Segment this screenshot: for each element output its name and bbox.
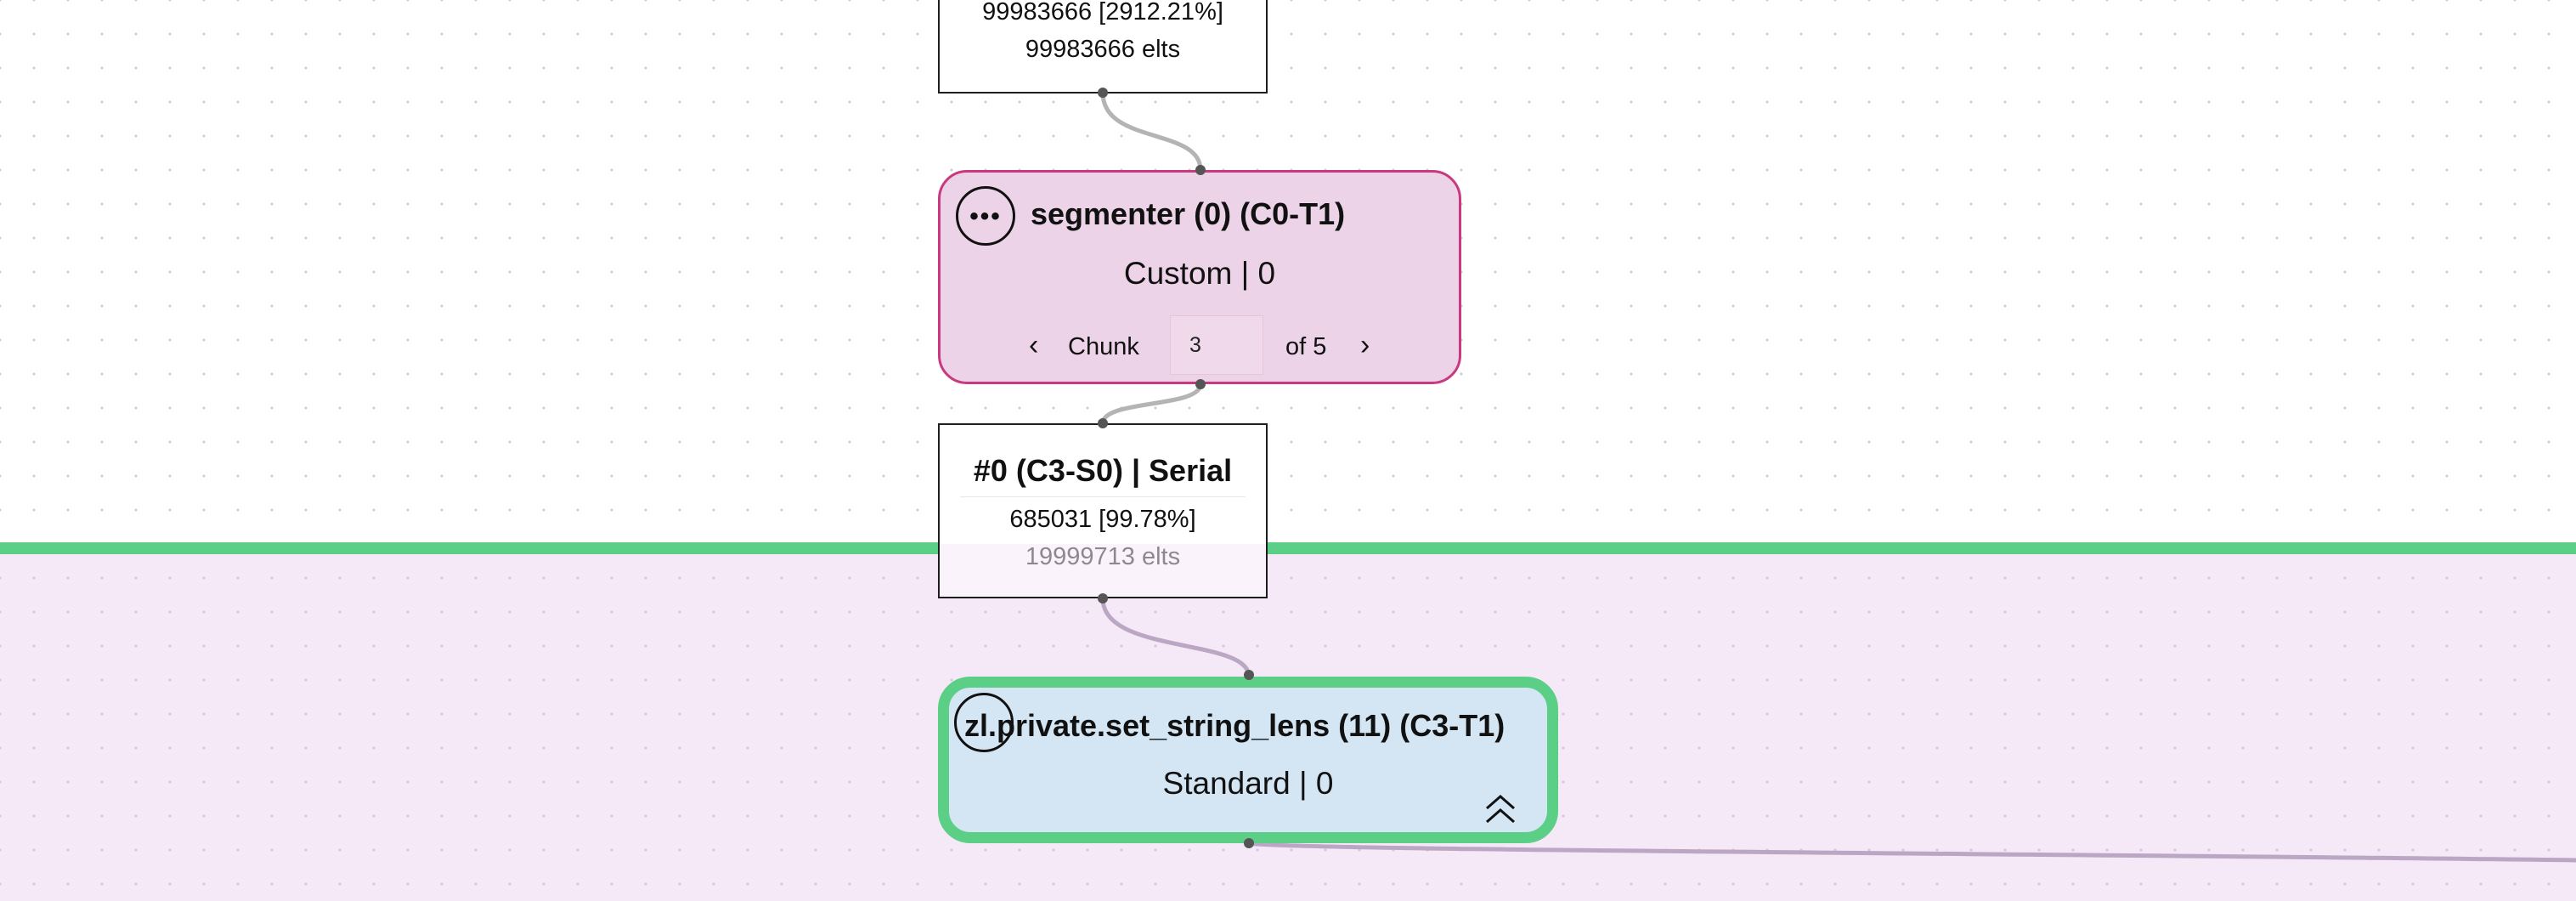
- chunk-number-input[interactable]: [1170, 315, 1263, 375]
- stat-title: #0 (C3-S0) | Serial: [960, 450, 1246, 497]
- output-handle[interactable]: [1098, 88, 1108, 98]
- node-title: segmenter (0) (C0-T1): [1031, 196, 1346, 231]
- stat-box-serial[interactable]: #0 (C3-S0) | Serial 685031 [99.78%] 1999…: [938, 423, 1268, 598]
- output-handle[interactable]: [1195, 379, 1206, 389]
- chevron-right-icon[interactable]: ›: [1360, 329, 1370, 361]
- stat-box-upstream[interactable]: 99983666 [2912.21%] 99983666 elts: [938, 0, 1268, 94]
- chunk-label: Chunk: [1068, 333, 1139, 360]
- chevron-left-icon[interactable]: ‹: [1029, 329, 1039, 361]
- input-handle[interactable]: [1098, 418, 1108, 428]
- node-set-string-lens[interactable]: zl.private.set_string_lens (11) (C3-T1) …: [938, 677, 1558, 843]
- output-handle[interactable]: [1098, 593, 1108, 604]
- node-subtitle: Custom | 0: [1123, 256, 1276, 291]
- output-handle[interactable]: [1244, 838, 1254, 848]
- stat-elements-line: 19999713 elts: [1025, 543, 1181, 570]
- stat-value-line: 685031 [99.78%]: [1009, 506, 1196, 533]
- node-segmenter[interactable]: ••• segmenter (0) (C0-T1) Custom | 0 ‹ C…: [938, 170, 1461, 384]
- input-handle[interactable]: [1244, 670, 1254, 680]
- input-handle[interactable]: [1195, 165, 1206, 175]
- chunk-total-label: of 5: [1285, 333, 1327, 360]
- stat-value-line: 99983666 [2912.21%]: [982, 0, 1223, 26]
- double-chevron-up-icon[interactable]: [1480, 791, 1521, 829]
- stat-elements-line: 99983666 elts: [1025, 36, 1181, 63]
- chunk-pager: ‹ Chunk of 5 ›: [941, 315, 1459, 375]
- node-title: zl.private.set_string_lens (11) (C3-T1): [964, 708, 1505, 743]
- ellipsis-icon[interactable]: •••: [956, 186, 1015, 246]
- region-divider: [0, 542, 2576, 554]
- circle-icon[interactable]: [954, 693, 1014, 752]
- node-subtitle: Standard | 0: [1162, 766, 1334, 801]
